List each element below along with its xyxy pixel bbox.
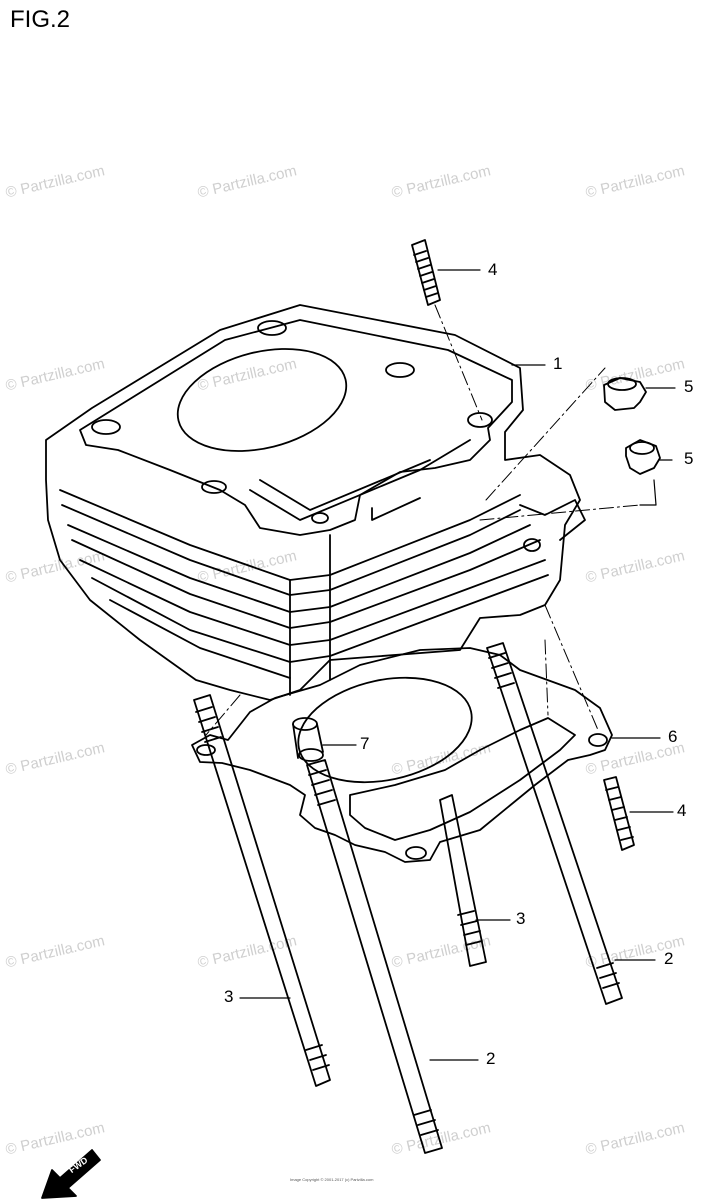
copyright-notice: Image Copyright © 2001-2017 (c) Partzill… xyxy=(290,1177,374,1182)
callout-label: 4 xyxy=(488,260,498,279)
cylinder-block xyxy=(45,304,586,701)
long-stud-rear-right xyxy=(486,642,623,1005)
cap-nut-lower xyxy=(625,439,661,475)
callout-label: 2 xyxy=(486,1049,496,1068)
alignment-lines xyxy=(205,304,641,736)
stud-bolt-lower xyxy=(603,776,635,851)
callout-label: 1 xyxy=(553,354,563,373)
stud-bolt-upper xyxy=(411,239,441,306)
cap-nut-upper xyxy=(603,377,647,411)
dowel-pin xyxy=(292,717,324,762)
callout-label: 5 xyxy=(684,449,694,468)
long-stud-front-right xyxy=(306,759,443,1154)
callout-label: 4 xyxy=(677,801,687,820)
long-stud-rear-left xyxy=(439,794,487,967)
figure-title: FIG.2 xyxy=(10,6,71,33)
long-stud-front-left xyxy=(193,694,331,1087)
callout-label: 3 xyxy=(516,909,526,928)
callout-label: 3 xyxy=(224,987,234,1006)
callout-label: 5 xyxy=(684,377,694,396)
leader-lines xyxy=(239,269,676,1061)
cylinder-base-gasket xyxy=(191,647,613,863)
fwd-arrow-icon xyxy=(41,1149,101,1199)
callout-label: 7 xyxy=(360,734,370,753)
callout-label: 2 xyxy=(664,949,674,968)
callout-label: 6 xyxy=(668,727,678,746)
